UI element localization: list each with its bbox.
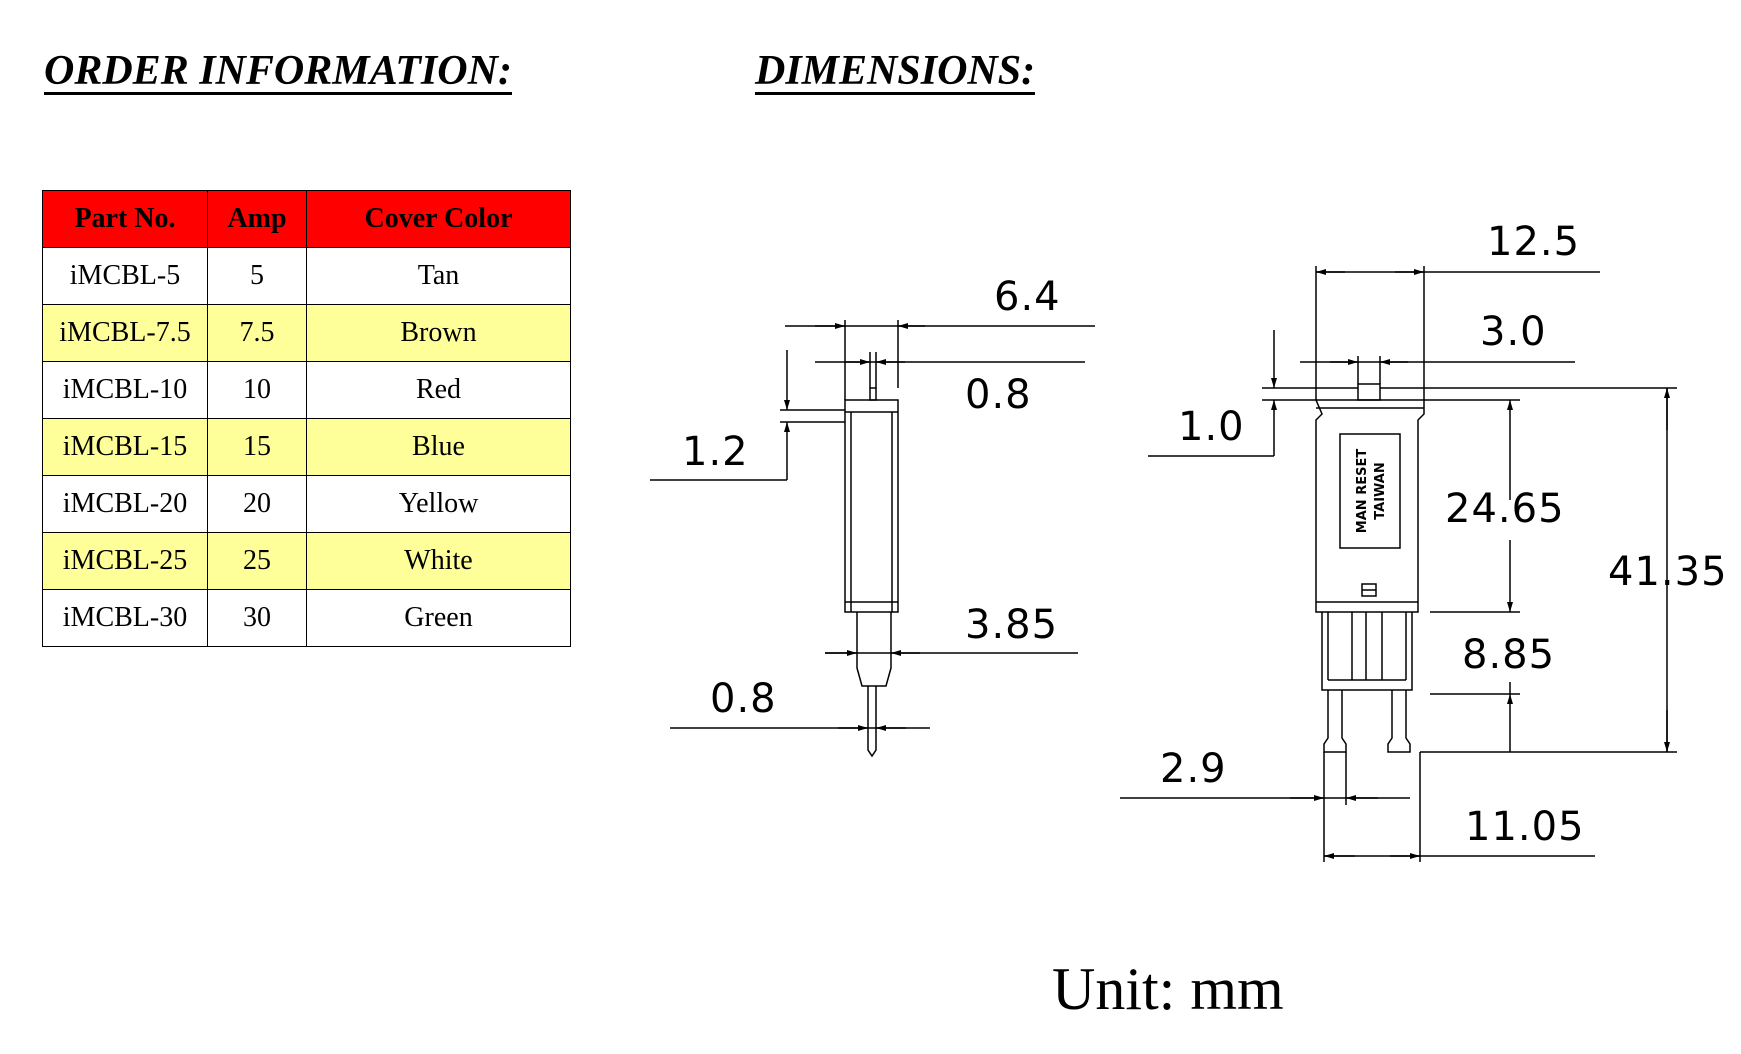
table-header-row: Part No. Amp Cover Color (42, 190, 571, 248)
front-pin-width-label: 2.9 (1160, 746, 1227, 792)
table-row: iMCBL-7.5 7.5 Brown (42, 304, 571, 362)
amp-cell: 10 (207, 361, 307, 419)
front-pin-span-label: 11.05 (1465, 804, 1585, 850)
cover-color-cell: White (306, 532, 571, 590)
front-view (1120, 266, 1677, 862)
part-no-cell: iMCBL-25 (42, 532, 208, 590)
order-table: Part No. Amp Cover Color iMCBL-5 5 Tan i… (42, 190, 571, 647)
cover-color-cell: Yellow (306, 475, 571, 533)
front-width-label: 12.5 (1487, 219, 1580, 265)
cover-color-cell: Tan (306, 247, 571, 305)
table-row: iMCBL-15 15 Blue (42, 418, 571, 476)
amp-cell: 25 (207, 532, 307, 590)
marking-line-2: TAIWAN (1373, 462, 1388, 519)
part-no-cell: iMCBL-7.5 (42, 304, 208, 362)
part-no-cell: iMCBL-20 (42, 475, 208, 533)
front-body (1314, 399, 1425, 613)
order-information-heading: ORDER INFORMATION: (44, 48, 512, 95)
front-button-height-label: 1.0 (1178, 404, 1245, 450)
table-row: iMCBL-5 5 Tan (42, 247, 571, 305)
front-total-height-label: 41.35 (1608, 549, 1728, 595)
header-part-no: Part No. (42, 190, 208, 248)
side-view (650, 320, 1095, 758)
marking-label (1339, 433, 1401, 549)
part-no-cell: iMCBL-10 (42, 361, 208, 419)
table-row: iMCBL-25 25 White (42, 532, 571, 590)
cover-color-cell: Green (306, 589, 571, 647)
header-amp: Amp (207, 190, 307, 248)
cover-color-cell: Red (306, 361, 571, 419)
dimensions-heading: DIMENSIONS: (755, 48, 1036, 95)
marking-line-1: MAN RESET (1355, 449, 1370, 534)
amp-cell: 7.5 (207, 304, 307, 362)
side-pin-width-label: 3.85 (965, 602, 1058, 648)
table-row: iMCBL-10 10 Red (42, 361, 571, 419)
marking-text: MAN RESET TAIWAN (1355, 449, 1388, 534)
side-width-label: 6.4 (994, 274, 1061, 320)
table-row: iMCBL-20 20 Yellow (42, 475, 571, 533)
table-row: iMCBL-30 30 Green (42, 589, 571, 647)
amp-cell: 15 (207, 418, 307, 476)
unit-label: Unit: mm (1052, 956, 1284, 1022)
side-tip-width-label: 0.8 (710, 676, 777, 722)
part-no-cell: iMCBL-30 (42, 589, 208, 647)
header-cover-color: Cover Color (306, 190, 571, 248)
front-body-height-label: 24.65 (1445, 486, 1565, 532)
side-tab-height-label: 1.2 (682, 429, 749, 475)
cover-color-cell: Brown (306, 304, 571, 362)
amp-cell: 5 (207, 247, 307, 305)
front-pin-length-label: 8.85 (1462, 632, 1555, 678)
part-no-cell: iMCBL-15 (42, 418, 208, 476)
part-no-cell: iMCBL-5 (42, 247, 208, 305)
amp-cell: 30 (207, 589, 307, 647)
front-button-width-label: 3.0 (1480, 309, 1547, 355)
amp-cell: 20 (207, 475, 307, 533)
side-tab-width-label: 0.8 (965, 372, 1032, 418)
side-body (844, 399, 899, 613)
cover-color-cell: Blue (306, 418, 571, 476)
